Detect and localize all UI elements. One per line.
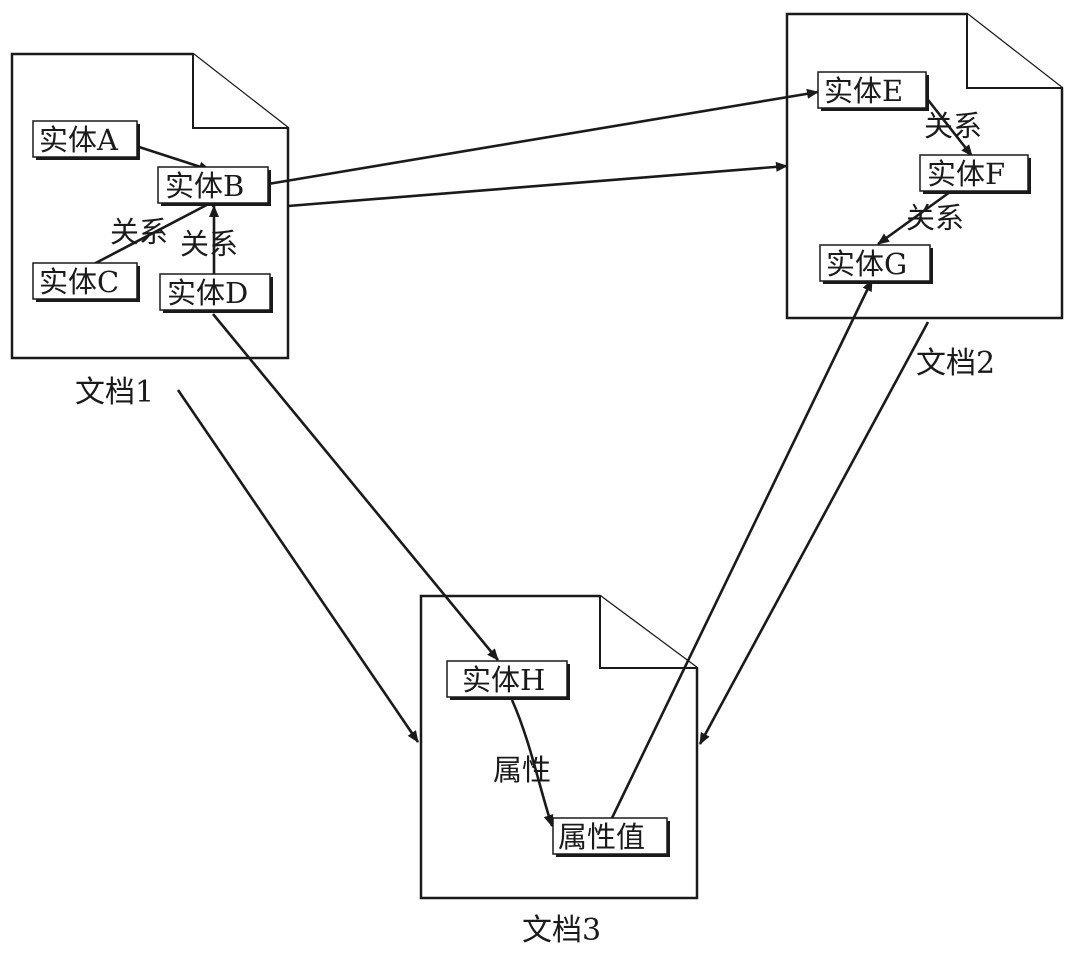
entity-c: 实体C <box>32 262 140 302</box>
document-1-label: 文档1 <box>75 375 154 410</box>
entity-g: 实体G <box>819 244 933 284</box>
relation-label-d: 关系 <box>180 227 238 261</box>
edge-a-to-b <box>135 144 211 172</box>
edge-doc2-to-doc3 <box>698 321 930 745</box>
edges <box>89 88 974 827</box>
entity-b-label: 实体B <box>165 169 244 203</box>
edge-doc1-to-doc3 <box>176 389 420 743</box>
entity-f: 实体F <box>919 154 1031 194</box>
entity-f-label: 实体F <box>927 157 1005 191</box>
entity-e-label: 实体E <box>824 74 903 108</box>
entity-d: 实体D <box>159 273 273 313</box>
document-3-label: 文档3 <box>522 913 601 948</box>
entity-h: 实体H <box>446 660 570 700</box>
entity-a-label: 实体A <box>39 123 119 157</box>
entity-a: 实体A <box>32 120 140 160</box>
attribute-label: 属性 <box>493 753 551 787</box>
edge-h-to-attr-value <box>510 699 554 827</box>
edge-attr-value-to-g <box>610 279 874 819</box>
edge-b-to-doc2 <box>287 161 788 208</box>
attribute-value-label: 属性值 <box>558 820 645 854</box>
edge-f-to-g <box>877 190 951 246</box>
edge-d-to-h <box>211 313 500 661</box>
edge-c-to-b <box>89 196 221 268</box>
entity-b: 实体B <box>157 166 271 206</box>
document-2-label: 文档2 <box>916 346 995 381</box>
edge-e-to-f <box>923 95 974 157</box>
entity-h-label: 实体H <box>462 663 545 697</box>
entity-g-label: 实体G <box>826 247 907 281</box>
edge-b-to-e <box>267 88 819 186</box>
relation-label-e-f: 关系 <box>924 109 982 143</box>
attribute-value-box: 属性值 <box>552 817 670 857</box>
entity-c-label: 实体C <box>39 265 119 299</box>
entity-d-label: 实体D <box>167 276 248 310</box>
relation-label-f-g: 关系 <box>906 201 964 235</box>
relation-label-c: 关系 <box>110 215 168 249</box>
entity-e: 实体E <box>817 71 929 111</box>
